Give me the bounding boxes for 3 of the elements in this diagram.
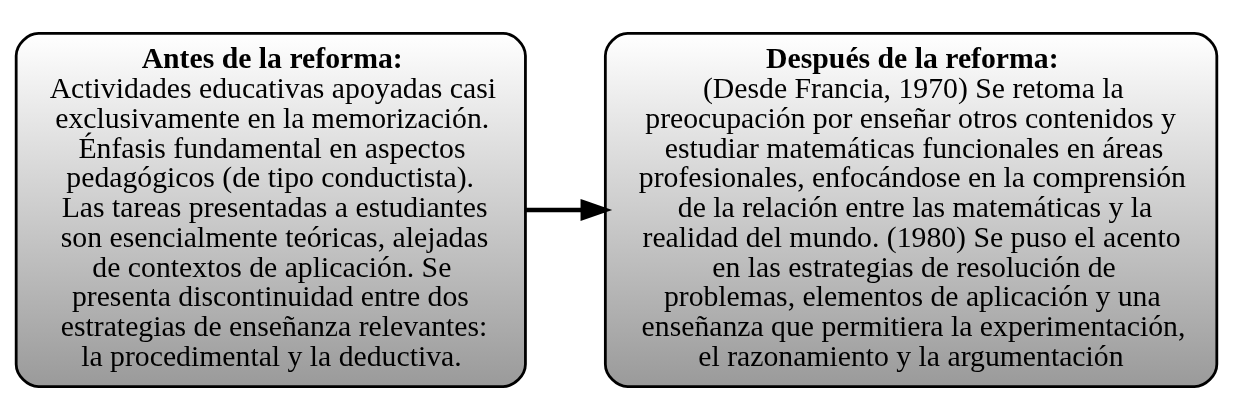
node-box: Antes de la reforma: Actividades educativas apoyadas casi exclusivamente en la memorización. Énfasis fundamental en aspectos pedagógicos (de tipo conductista). Las tareas presentadas a estudiantes son esencialmente teóricas, alejadas de contextos de aplicación. Se presenta discontinuidad entre dos estrategias de enseñanza relevantes: la procedimental y la deductiva.: [14, 31, 527, 388]
node-box: Después de la reforma: (Desde Francia, 1970) Se retoma la preocupación por enseñar otros contenidos y estudiar matemáticas funcionales en áreas profesionales, enfocándose en la comprensión de la relación entre las matemáticas y la realidad del mundo. (1980) Se puso el acento en las estrategias de resolución de problemas, elementos de aplicación y una enseñanza que permitiera la experimentación, el razonamiento y la argumentación: [603, 31, 1219, 388]
arrow: [526, 198, 613, 221]
